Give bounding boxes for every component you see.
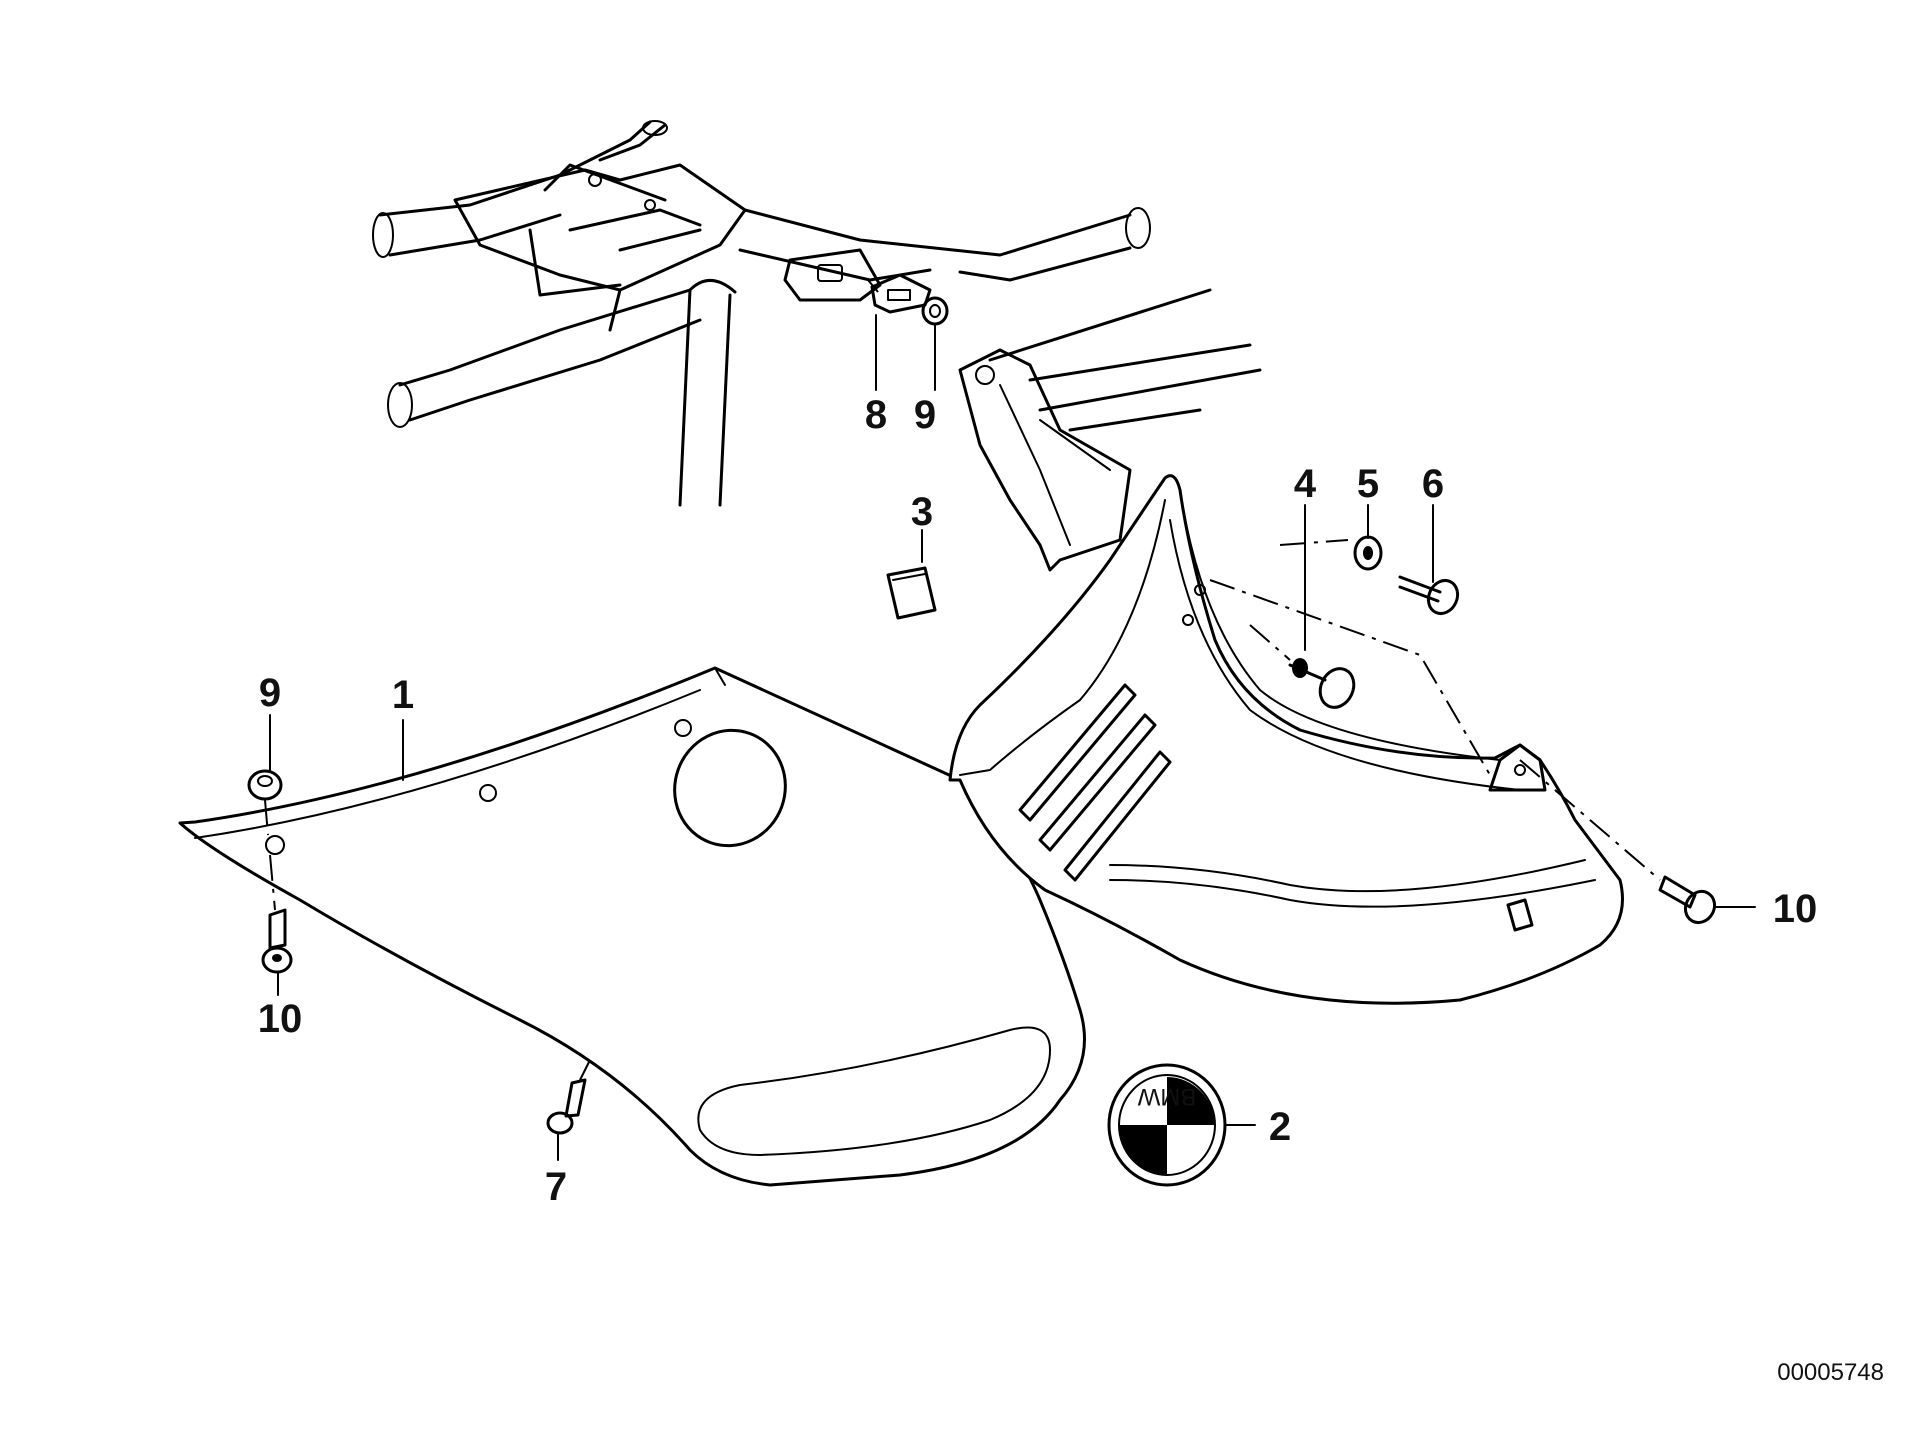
clip-part-8 bbox=[870, 273, 932, 314]
grommet-part-9-top bbox=[921, 296, 949, 326]
screw-part-6 bbox=[1398, 575, 1460, 616]
washer-part-5 bbox=[1353, 535, 1383, 571]
callout-8: 8 bbox=[865, 393, 887, 437]
callout-4: 4 bbox=[1294, 462, 1317, 506]
screw-part-7 bbox=[546, 1078, 587, 1135]
callout-2: 2 bbox=[1269, 1105, 1291, 1149]
callout-labels: 1 2 3 4 5 6 7 8 9 9 10 10 bbox=[258, 393, 1818, 1209]
callout-10-left: 10 bbox=[258, 997, 303, 1041]
screw-part-10-left bbox=[261, 908, 293, 974]
tail-section bbox=[948, 474, 1624, 1005]
callout-7: 7 bbox=[545, 1165, 567, 1209]
assembly-lines bbox=[264, 279, 1661, 1081]
grommet-part-9-left bbox=[247, 769, 283, 801]
emblem-text: BMW bbox=[1137, 1083, 1196, 1110]
callout-6: 6 bbox=[1422, 462, 1444, 506]
callout-leaders bbox=[269, 314, 1756, 1161]
pad-part-3 bbox=[886, 566, 937, 620]
callout-9-top: 9 bbox=[914, 393, 936, 437]
side-panel-part-1 bbox=[178, 666, 1086, 1187]
frame-crossmember bbox=[372, 120, 1262, 572]
callout-10-right: 10 bbox=[1773, 887, 1818, 931]
screw-part-10-right bbox=[1658, 875, 1717, 925]
pin-part-4 bbox=[1288, 658, 1356, 709]
callout-9-left: 9 bbox=[259, 671, 281, 715]
emblem-part-2: BMW bbox=[1107, 1063, 1227, 1187]
diagram-reference-number: 00005748 bbox=[1777, 1359, 1884, 1386]
callout-3: 3 bbox=[911, 490, 933, 534]
callout-1: 1 bbox=[392, 673, 414, 717]
callout-5: 5 bbox=[1357, 462, 1379, 506]
